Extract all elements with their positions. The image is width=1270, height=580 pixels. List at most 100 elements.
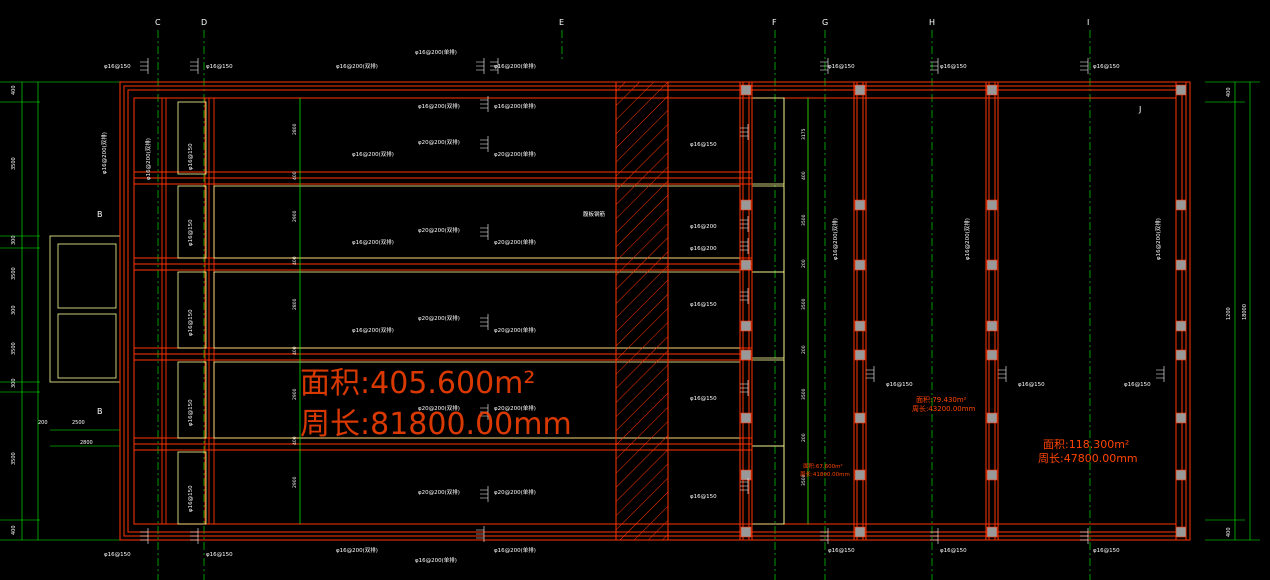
rebar-mid-8: φ20@200(单排) — [494, 326, 536, 334]
column-node — [1175, 84, 1187, 96]
column-node — [854, 349, 866, 361]
rebar-vert-9: φ16@200(双排) — [1154, 218, 1162, 260]
rebar-vert-5: φ16@200(双排) — [100, 132, 108, 174]
area-i: 面积:118.300m² — [1043, 438, 1129, 451]
rebar-leader — [480, 136, 489, 152]
rebar-top-8: φ16@200(双排) — [418, 102, 460, 110]
column-node — [1175, 259, 1187, 271]
column-node — [1175, 526, 1187, 538]
dim-left-1: 3500 — [11, 157, 17, 170]
rebar-bottom-5: φ16@150 — [828, 548, 855, 554]
rebar-top-4: φ16@200(单排) — [494, 62, 536, 70]
dim-left-small-2: 2800 — [80, 440, 93, 446]
rebar-leader — [740, 216, 749, 232]
rebar-bottom-1: φ16@150 — [206, 552, 233, 558]
axis-grid — [157, 30, 1091, 580]
column-node — [986, 84, 998, 96]
rebar-small-0: φ16@150 — [886, 382, 913, 388]
area-main: 面积:405.600m² — [300, 366, 535, 401]
column-node — [740, 469, 752, 481]
right-dimensions — [1205, 81, 1260, 541]
right-col-dim-label: 3500 — [801, 388, 807, 400]
rebar-leader — [740, 380, 749, 396]
rebar-mid-1: φ16@200(双排) — [352, 150, 394, 158]
rebar-leader — [480, 404, 489, 420]
left-wall-strip — [161, 98, 215, 524]
area-annotations: 面积:405.600m² 周长:81800.00mm 面积:79.430m² 周… — [300, 366, 1138, 478]
right-section-walls — [739, 81, 1187, 541]
rebar-bottom-3: φ16@200(单排) — [494, 546, 536, 554]
area-h: 面积:79.430m² — [916, 395, 967, 404]
interior-dim-label: 400 — [292, 171, 298, 180]
rebar-right-3: φ16@150 — [690, 302, 717, 308]
right-col-dim-label: 200 — [801, 433, 807, 442]
right-col-dim-label: 3500 — [801, 474, 807, 486]
rebar-leader — [866, 366, 875, 382]
rebar-top-5: φ16@150 — [828, 64, 855, 70]
rebar-labels: φ16@150 φ16@150 φ16@200(双排) φ16@200(单排) … — [104, 48, 1151, 564]
rebar-leader — [1156, 366, 1165, 382]
interior-dimension — [299, 98, 809, 524]
column-node — [740, 259, 752, 271]
axis-label-b1: B — [97, 210, 103, 219]
perimeter-main: 周长:81800.00mm — [300, 407, 572, 442]
axis-label-j: J — [1138, 105, 1141, 114]
interior-dim-label: 2800 — [292, 298, 298, 310]
rebar-small-2: φ16@150 — [1124, 382, 1151, 388]
interior-dim-label: 2900 — [292, 210, 298, 222]
column-node — [986, 526, 998, 538]
rebar-leader — [480, 486, 489, 502]
rebar-leader — [740, 124, 749, 140]
rebar-right-2: φ16@200 — [690, 246, 717, 252]
dim-left-small-1: 2500 — [72, 420, 85, 426]
perimeter-g: 周长:41800.00mm — [800, 470, 850, 478]
axis-labels: C D E F G H I B B J — [97, 18, 1141, 416]
rebar-leaders — [140, 58, 1165, 544]
dim-left-5: 3500 — [11, 342, 17, 355]
rebar-vert-4: φ16@150 — [188, 485, 194, 512]
rebar-vert-8: φ16@200(双排) — [963, 218, 971, 260]
rebar-leader — [480, 96, 489, 112]
right-col-dim-label: 3500 — [801, 214, 807, 226]
column-node — [1175, 349, 1187, 361]
right-col-dim-label: 3500 — [801, 298, 807, 310]
rebar-bottom-4: φ16@200(单排) — [415, 556, 457, 564]
column-node — [1175, 320, 1187, 332]
column-node — [1175, 412, 1187, 424]
interior-dim-label: 400 — [292, 346, 298, 355]
left-dimensions — [0, 81, 120, 541]
axis-label-f: F — [772, 18, 777, 27]
dim-right-top: 400 — [1226, 87, 1232, 97]
column-node — [854, 199, 866, 211]
rebar-bottom-0: φ16@150 — [104, 552, 131, 558]
rebar-leader — [740, 478, 749, 494]
axis-label-i: I — [1087, 18, 1089, 27]
rebar-leader — [930, 528, 939, 544]
rebar-leader — [1080, 528, 1089, 544]
rebar-vert-6: φ16@200(双排) — [144, 138, 152, 180]
rebar-mid-4: φ16@200(双排) — [352, 238, 394, 246]
right-dimension-text: 400 1200 18000 400 — [1226, 87, 1248, 537]
left-dimension-text: 400 3500 300 3500 300 3500 300 3500 400 … — [11, 85, 93, 535]
dim-right-inner: 1200 — [1226, 307, 1232, 320]
rebar-mid-7: φ16@200(双排) — [352, 326, 394, 334]
dim-left-7: 3500 — [11, 452, 17, 465]
column-node — [854, 526, 866, 538]
rebar-leader — [1080, 58, 1089, 74]
dim-left-6: 300 — [11, 378, 17, 388]
column-node — [986, 412, 998, 424]
hatched-zone — [615, 81, 669, 541]
rebar-mid-10: φ20@200(单排) — [494, 404, 536, 412]
dim-right-bottom: 400 — [1226, 527, 1232, 537]
rebar-leader — [930, 58, 939, 74]
dim-right-total: 18000 — [1242, 304, 1248, 320]
column-node — [740, 84, 752, 96]
column-node — [740, 320, 752, 332]
dim-left-0: 400 — [11, 85, 17, 95]
rebar-leader — [490, 58, 499, 74]
rebar-mid-5: φ20@200(单排) — [494, 238, 536, 246]
column-node — [986, 199, 998, 211]
rebar-small-1: φ16@150 — [1018, 382, 1045, 388]
rebar-vert-7: φ16@200(双排) — [831, 218, 839, 260]
